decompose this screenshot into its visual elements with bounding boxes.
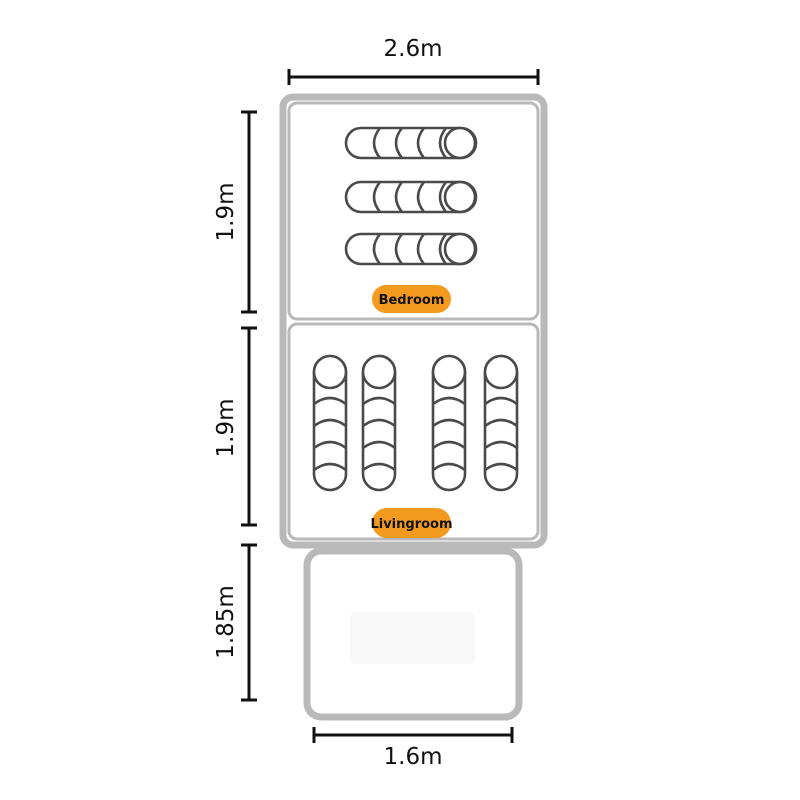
couch-icon [431, 354, 467, 492]
bedroom-tag: Bedroom [372, 285, 451, 313]
bedroom-beds [344, 126, 478, 266]
bedroom-height-label: 1.9m [213, 183, 239, 242]
lower-height-label: 1.85m [213, 585, 239, 659]
livingroom-height-dimension: 1.9m [213, 326, 257, 527]
livingroom-room [287, 322, 540, 541]
top-width-label: 2.6m [384, 36, 443, 62]
top-width-dimension: 2.6m [287, 36, 540, 85]
faint-watermark [350, 612, 475, 664]
bed-icon [344, 180, 478, 214]
bed-icon [344, 126, 478, 160]
couch-icon [312, 354, 348, 492]
bedroom-height-dimension: 1.9m [213, 110, 257, 314]
bedroom-tag-label: Bedroom [379, 293, 445, 308]
couch-icon [483, 354, 519, 492]
bed-icon [344, 232, 478, 266]
livingroom-couches [312, 354, 519, 492]
couch-icon [361, 354, 397, 492]
bottom-width-dimension: 1.6m [312, 727, 514, 770]
lower-room [303, 547, 523, 721]
lower-height-dimension: 1.85m [213, 543, 257, 702]
livingroom-height-label: 1.9m [213, 399, 239, 458]
bottom-width-label: 1.6m [384, 744, 443, 770]
livingroom-tag: Livingroom [370, 508, 453, 538]
livingroom-tag-label: Livingroom [370, 517, 452, 532]
